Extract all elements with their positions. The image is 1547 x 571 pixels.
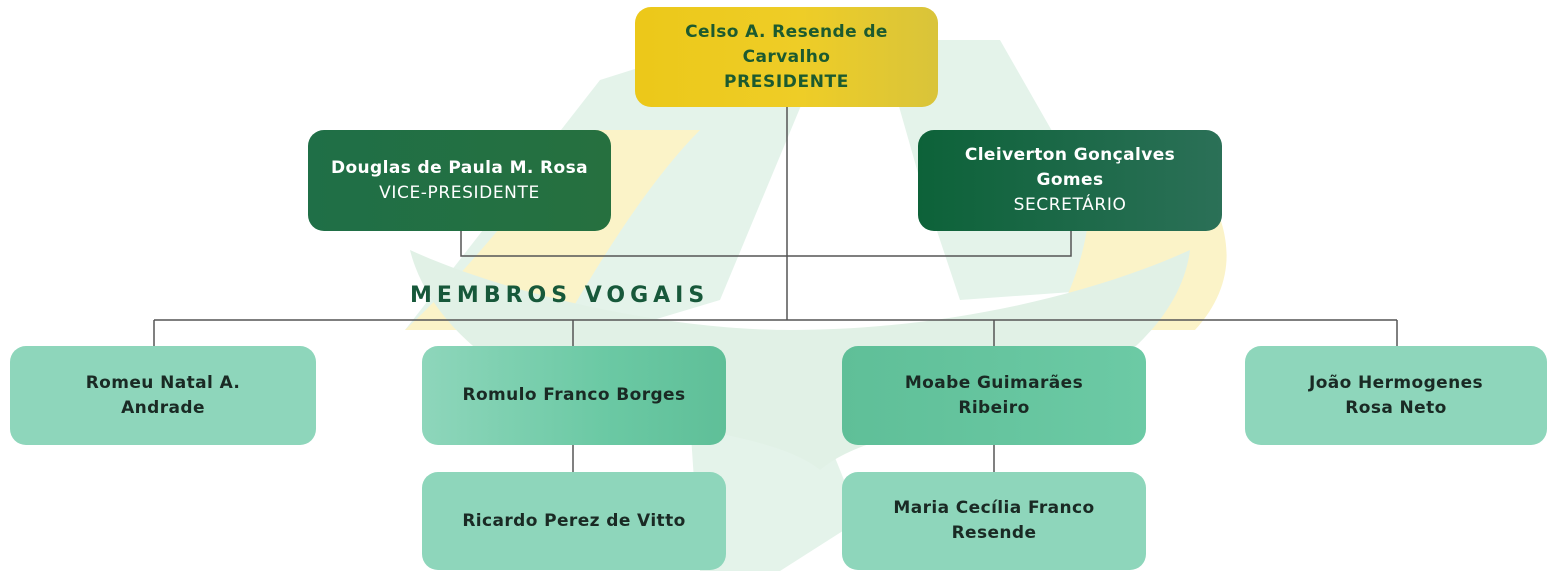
member-name: Romeu Natal A. Andrade — [85, 372, 241, 418]
member-name: Ricardo Perez de Vitto — [462, 510, 686, 531]
member-name: Maria Cecília Franco Resende — [893, 498, 1095, 543]
member-name: Moabe Guimarães Ribeiro — [904, 372, 1084, 418]
member-node: Maria Cecília Franco Resende — [842, 472, 1146, 570]
connector-officers — [460, 230, 1072, 257]
president-role: PRESIDENTE — [724, 71, 849, 92]
member-node: Romulo Franco Borges — [422, 346, 726, 445]
president-name: Celso A. Resende de Carvalho — [685, 21, 888, 67]
vice-president-name: Douglas de Paula M. Rosa — [330, 157, 589, 178]
member-name: Romulo Franco Borges — [462, 385, 686, 405]
secretary-role: SECRETÁRIO — [1013, 195, 1127, 215]
secretary-name: Cleiverton Gonçalves Gomes — [964, 145, 1176, 190]
section-title: MEMBROS VOGAIS — [410, 283, 710, 308]
member-node: Moabe Guimarães Ribeiro — [842, 346, 1146, 445]
secretary-node: Cleiverton Gonçalves Gomes SECRETÁRIO — [918, 130, 1222, 231]
member-node: Romeu Natal A. Andrade — [10, 346, 316, 445]
president-node: Celso A. Resende de Carvalho PRESIDENTE — [635, 7, 938, 107]
member-node: João Hermogenes Rosa Neto — [1245, 346, 1547, 445]
member-node: Ricardo Perez de Vitto — [422, 472, 726, 570]
vice-president-node: Douglas de Paula M. Rosa VICE-PRESIDENTE — [308, 130, 611, 231]
member-name: João Hermogenes Rosa Neto — [1308, 372, 1484, 418]
vice-president-role: VICE-PRESIDENTE — [379, 182, 540, 203]
